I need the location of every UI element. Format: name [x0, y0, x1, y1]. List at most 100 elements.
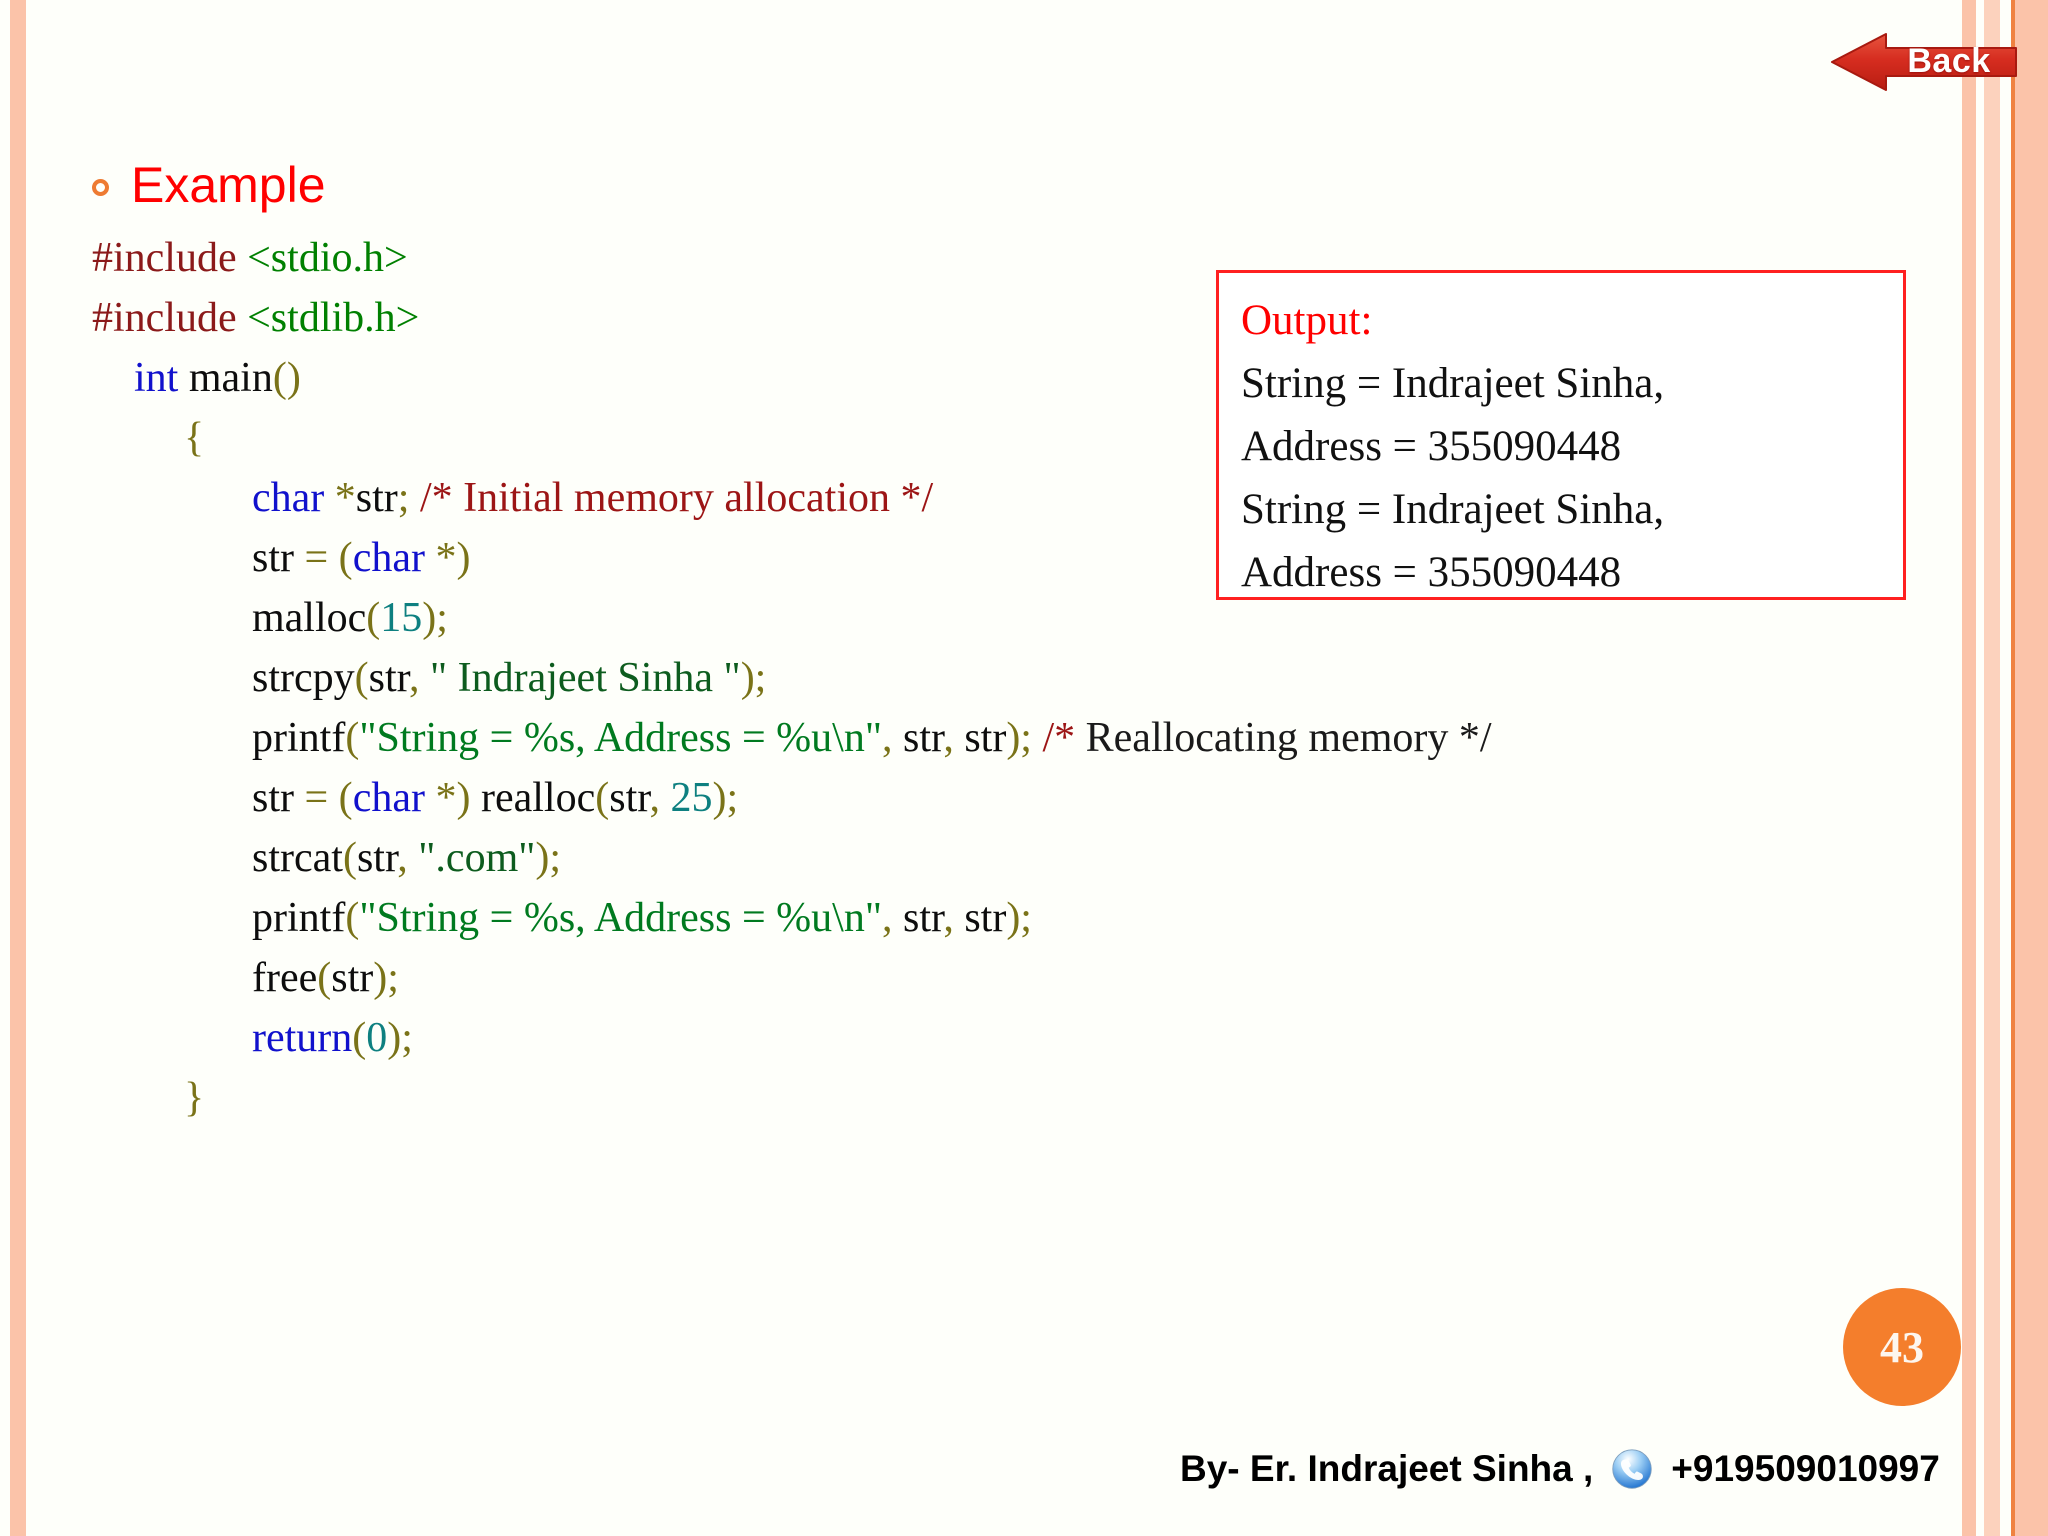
code-token: 0	[366, 1015, 388, 1061]
code-token: strcpy	[252, 655, 355, 701]
code-line: str = (char *) realloc(str, 25);	[92, 768, 1892, 828]
decorative-stripe-right-4	[2015, 0, 2048, 1536]
code-token: str	[609, 775, 650, 821]
code-token: }	[184, 1075, 205, 1121]
code-token: /*	[1031, 715, 1076, 761]
code-token: str	[964, 715, 1007, 761]
code-token: {	[184, 415, 205, 461]
circle-bullet-icon	[92, 178, 109, 196]
decorative-stripe-right-3	[2011, 0, 2015, 1536]
code-token: str	[331, 955, 374, 1001]
code-token: int	[134, 355, 189, 401]
code-token: ".com"	[418, 835, 536, 881]
code-token: /* Initial memory allocation */	[409, 475, 934, 521]
code-token: );	[535, 835, 562, 881]
code-line: }	[92, 1068, 1892, 1128]
output-line: Address = 355090448	[1241, 549, 1622, 596]
code-token: (	[595, 775, 610, 821]
code-token: Reallocating memory */	[1075, 715, 1492, 761]
code-token: (	[352, 1015, 367, 1061]
decorative-stripe-left	[10, 0, 26, 1536]
page-title: Example	[131, 157, 326, 213]
code-token: (	[345, 715, 360, 761]
code-token: str	[356, 835, 398, 881]
footer: By- Er. Indrajeet Sinha , +919509010997	[1180, 1448, 1940, 1490]
code-token: (	[345, 895, 360, 941]
code-token: printf	[252, 715, 346, 761]
code-token: ,	[943, 715, 965, 761]
code-token: <stdio.h>	[247, 235, 408, 281]
code-token: main	[188, 355, 273, 401]
page-heading: Example	[92, 160, 326, 210]
code-token: ;	[397, 475, 410, 521]
back-button[interactable]: Back	[1828, 30, 2018, 94]
code-token: str	[252, 535, 305, 581]
code-token: ,	[943, 895, 965, 941]
code-token: str	[355, 475, 398, 521]
left-arrow-icon	[1831, 33, 2017, 91]
code-line: strcat(str, ".com");	[92, 828, 1892, 888]
code-line: int main()	[92, 348, 1892, 408]
code-token: ()	[272, 355, 301, 401]
code-token: );	[387, 1015, 413, 1061]
output-line: Address = 355090448	[1241, 423, 1622, 470]
code-token: 15	[380, 595, 423, 641]
output-box: Output: String = Indrajeet Sinha, Addres…	[1216, 270, 1906, 600]
code-token: #include	[92, 295, 248, 341]
code-token: str	[368, 655, 409, 701]
code-token: (	[317, 955, 332, 1001]
code-token: ,	[408, 655, 430, 701]
code-token: ,	[881, 895, 903, 941]
code-line: return(0);	[92, 1008, 1892, 1068]
code-token: *)	[435, 535, 471, 581]
code-token: ,	[881, 715, 903, 761]
code-token: malloc	[252, 595, 367, 641]
code-token: char	[352, 775, 436, 821]
code-token: char	[352, 535, 436, 581]
code-token: free	[252, 955, 318, 1001]
code-line: malloc(15);	[92, 588, 1892, 648]
code-line: {	[92, 408, 1892, 468]
code-line: #include <stdlib.h>	[92, 288, 1892, 348]
code-token: ,	[649, 775, 671, 821]
decorative-stripe-right-1	[1962, 0, 1976, 1536]
code-token: = (	[304, 535, 353, 581]
code-token: str	[252, 775, 305, 821]
footer-phone: +919509010997	[1671, 1448, 1940, 1489]
code-token: 25	[670, 775, 713, 821]
code-token: str	[902, 895, 944, 941]
code-token: strcat	[252, 835, 343, 881]
code-token: <stdlib.h>	[247, 295, 420, 341]
code-line: free(str);	[92, 948, 1892, 1008]
code-token: );	[422, 595, 448, 641]
code-token: realloc	[470, 775, 596, 821]
code-token: (	[342, 835, 357, 881]
code-token: str	[964, 895, 1007, 941]
code-token: );	[373, 955, 399, 1001]
code-token: ,	[397, 835, 419, 881]
back-button-label: Back	[1907, 42, 1991, 80]
code-line: printf("String = %s, Address = %u\n", st…	[92, 888, 1892, 948]
code-token: );	[1006, 715, 1032, 761]
code-token: " Indrajeet Sinha "	[429, 655, 741, 701]
output-line: String = Indrajeet Sinha,	[1241, 360, 1665, 407]
code-token: str	[902, 715, 944, 761]
footer-author: By- Er. Indrajeet Sinha ,	[1180, 1448, 1594, 1489]
code-token: "String = %s, Address = %u\n"	[359, 895, 882, 941]
code-token: = (	[304, 775, 353, 821]
code-token: );	[740, 655, 767, 701]
page-number: 43	[1880, 1322, 1924, 1372]
code-line: str = (char *)	[92, 528, 1892, 588]
page-number-badge: 43	[1843, 1288, 1961, 1406]
code-token: (	[366, 595, 381, 641]
code-token: #include	[92, 235, 248, 281]
code-token: );	[712, 775, 739, 821]
code-token: );	[1006, 895, 1032, 941]
code-line: strcpy(str, " Indrajeet Sinha ");	[92, 648, 1892, 708]
phone-icon	[1612, 1449, 1652, 1489]
output-box-title: Output:	[1241, 297, 1373, 344]
output-line: String = Indrajeet Sinha,	[1241, 486, 1665, 533]
code-line: printf("String = %s, Address = %u\n", st…	[92, 708, 1892, 768]
code-token: "String = %s, Address = %u\n"	[359, 715, 882, 761]
